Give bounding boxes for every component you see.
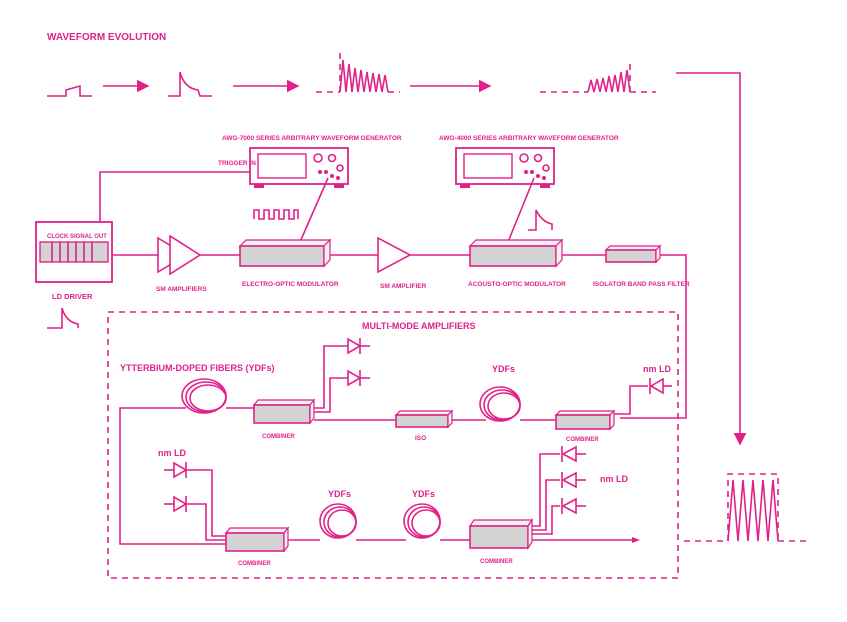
combiner-3 bbox=[224, 526, 290, 553]
ld-pulse-signal bbox=[47, 307, 79, 329]
output-tip bbox=[632, 537, 640, 543]
awg7000-generator bbox=[249, 147, 349, 188]
pump-fiber-1b bbox=[314, 377, 348, 413]
nm-ld-label-2: nm LD bbox=[158, 448, 186, 458]
sm-amplifiers bbox=[157, 234, 202, 276]
ydfs-label-3: YDFs bbox=[412, 489, 435, 499]
awg7000-cable bbox=[299, 177, 329, 243]
pump-fiber-2 bbox=[614, 385, 648, 415]
ld-driver bbox=[35, 221, 113, 283]
pump-fiber-4b bbox=[532, 479, 560, 531]
multi-mode-amplifiers-box bbox=[107, 311, 679, 579]
combiner-1-label: COMBINER bbox=[262, 434, 295, 440]
laser-diode-4a bbox=[561, 445, 586, 463]
ydf-coil-2 bbox=[479, 386, 521, 422]
square-wave-signal bbox=[253, 209, 299, 220]
eo-modulator-label: ELECTRO-OPTIC MODULATOR bbox=[242, 281, 339, 288]
waveform-2 bbox=[168, 71, 212, 97]
awg4000-generator bbox=[455, 147, 555, 188]
clock-signal-out-label: CLOCK SIGNAL OUT bbox=[47, 234, 107, 240]
sm-amplifiers-label: SM AMPLIFIERS bbox=[156, 286, 207, 293]
title: WAVEFORM EVOLUTION bbox=[47, 32, 166, 43]
nm-ld-label-3: nm LD bbox=[600, 474, 628, 484]
nm-ld-label-1: nm LD bbox=[643, 364, 671, 374]
pump-fiber-4c bbox=[532, 505, 560, 535]
ytterbium-label: YTTERBIUM-DOPED FIBERS (YDFs) bbox=[120, 363, 275, 373]
ydfs-label-1: YDFs bbox=[492, 364, 515, 374]
ld-driver-label: LD DRIVER bbox=[52, 292, 93, 301]
isolator bbox=[394, 409, 454, 429]
laser-diode-1b bbox=[347, 369, 370, 387]
combiner-2 bbox=[554, 409, 616, 431]
laser-diode-3a bbox=[164, 461, 188, 479]
ydf-coil-3 bbox=[319, 503, 357, 539]
isolator-band-pass-filter bbox=[604, 244, 662, 264]
ydfs-label-2: YDFs bbox=[328, 489, 351, 499]
output-path-arrow bbox=[676, 72, 747, 446]
laser-diode-4b bbox=[561, 471, 586, 489]
awg7000-label: AWG-7000 SERIES ARBITRARY WAVEFORM GENER… bbox=[222, 135, 402, 142]
pump-fiber-1a bbox=[314, 345, 348, 409]
combiner-4-label: COMBINER bbox=[480, 559, 513, 565]
laser-diode-1a bbox=[347, 337, 370, 355]
electro-optic-modulator bbox=[238, 238, 332, 268]
awg4000-label: AWG-4000 SERIES ARBITRARY WAVEFORM GENER… bbox=[439, 135, 619, 142]
waveform-3-modulated bbox=[316, 48, 400, 93]
ao-modulator-label: ACOUSTO-OPTIC MODULATOR bbox=[468, 281, 566, 288]
combiner-4 bbox=[468, 518, 534, 550]
sm-amplifier-label: SM AMPLIFIER bbox=[380, 283, 427, 290]
combiner-2-label: COMBINER bbox=[566, 437, 599, 443]
trigger-cable bbox=[99, 171, 250, 222]
laser-diode-3b bbox=[164, 495, 188, 513]
combiner-1 bbox=[252, 398, 316, 425]
waveform-1 bbox=[47, 84, 92, 97]
ydf-coil-4 bbox=[403, 503, 441, 539]
laser-diode-2 bbox=[649, 377, 672, 395]
waveform-4-shaped bbox=[540, 64, 656, 93]
laser-diode-4c bbox=[561, 497, 586, 515]
shaped-pulse-signal bbox=[528, 209, 553, 231]
fiber-loop-left bbox=[119, 407, 226, 545]
trigger-in-label: TRIGGER IN bbox=[218, 160, 256, 167]
ydf-coil-1 bbox=[181, 378, 227, 414]
mm-amplifiers-label: MULTI-MODE AMPLIFIERS bbox=[362, 321, 476, 331]
sm-amplifier bbox=[377, 236, 412, 274]
isolator-filter-label: ISOLATOR BAND PASS FILTER bbox=[593, 281, 690, 288]
pump-fiber-3b bbox=[186, 503, 226, 541]
combiner-3-label: COMBINER bbox=[238, 561, 271, 567]
pump-fiber-4a bbox=[532, 453, 560, 527]
awg4000-cable bbox=[507, 177, 535, 243]
pump-fiber-3a bbox=[186, 469, 226, 537]
acousto-optic-modulator bbox=[468, 238, 564, 268]
fiber-filter-to-mm bbox=[620, 254, 687, 419]
output-waveform bbox=[684, 473, 806, 542]
iso-label: ISO bbox=[415, 435, 426, 442]
